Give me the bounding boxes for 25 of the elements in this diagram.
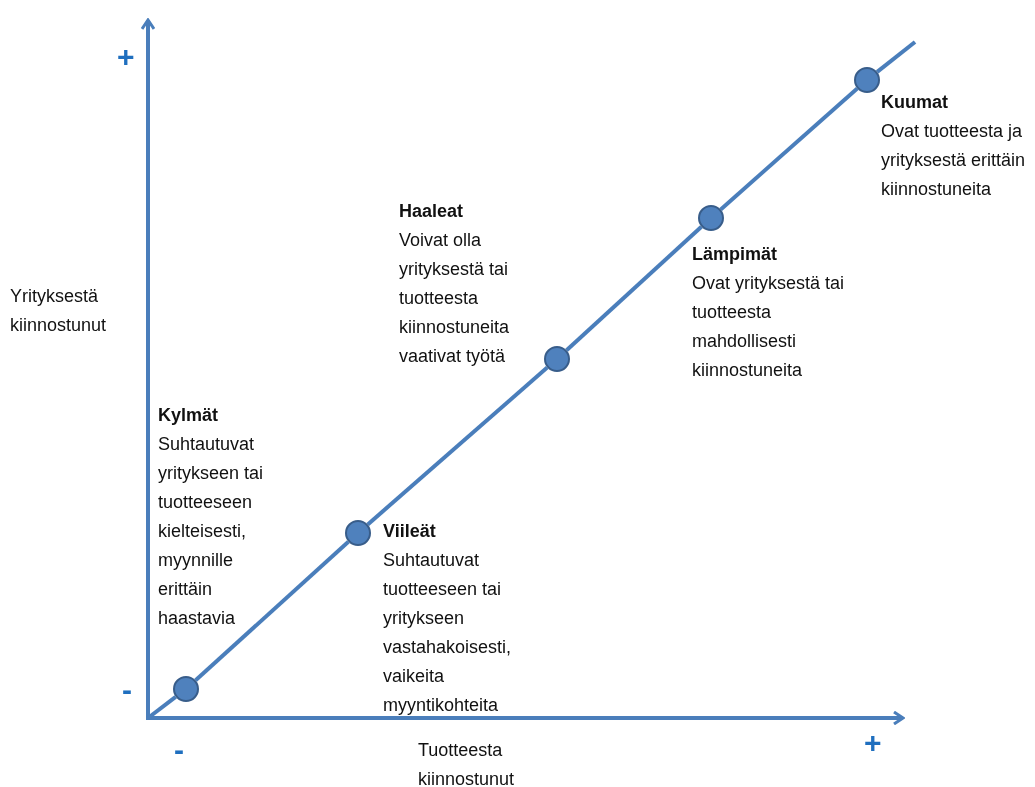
connector-line bbox=[719, 87, 859, 211]
plus-sign: + bbox=[117, 42, 135, 72]
category-heading: Kuumat bbox=[881, 91, 949, 114]
category-description: Ovat yrityksestä tai tuotteesta mahdollisesti kiinnostuneita bbox=[692, 272, 846, 382]
category-heading: Viileät bbox=[383, 520, 437, 543]
category-heading: Haaleat bbox=[399, 200, 465, 223]
connector-line bbox=[194, 540, 350, 682]
plus-sign: + bbox=[864, 728, 882, 758]
minus-sign: - bbox=[174, 735, 184, 765]
category-heading: Kylmät bbox=[158, 404, 220, 427]
category-heading: Lämpimät bbox=[692, 243, 779, 266]
point-marker bbox=[854, 67, 880, 93]
category-description: Voivat olla yrityksestä tai tuotteesta kiinnostuneita vaativat työtä bbox=[399, 229, 511, 368]
category-description: Suhtautuvat yritykseen tai tuotteeseen kielteisesti, myynnille erittäin haastavia bbox=[158, 433, 265, 630]
axis-title: Tuotteesta kiinnostunut bbox=[418, 739, 516, 787]
axis-title: Yrityksestä kiinnostunut bbox=[10, 285, 108, 337]
point-marker bbox=[173, 676, 199, 702]
connector-line bbox=[875, 40, 917, 74]
point-marker bbox=[698, 205, 724, 231]
point-marker bbox=[345, 520, 371, 546]
connector-line bbox=[565, 225, 703, 352]
minus-sign: - bbox=[122, 675, 132, 705]
point-marker bbox=[544, 346, 570, 372]
category-description: Suhtautuvat tuotteeseen tai yritykseen vastahakoisesti, vaikeita myyntikohteita bbox=[383, 549, 513, 717]
category-description: Ovat tuotteesta ja yrityksestä erittäin kiinnostuneita bbox=[881, 120, 1026, 201]
